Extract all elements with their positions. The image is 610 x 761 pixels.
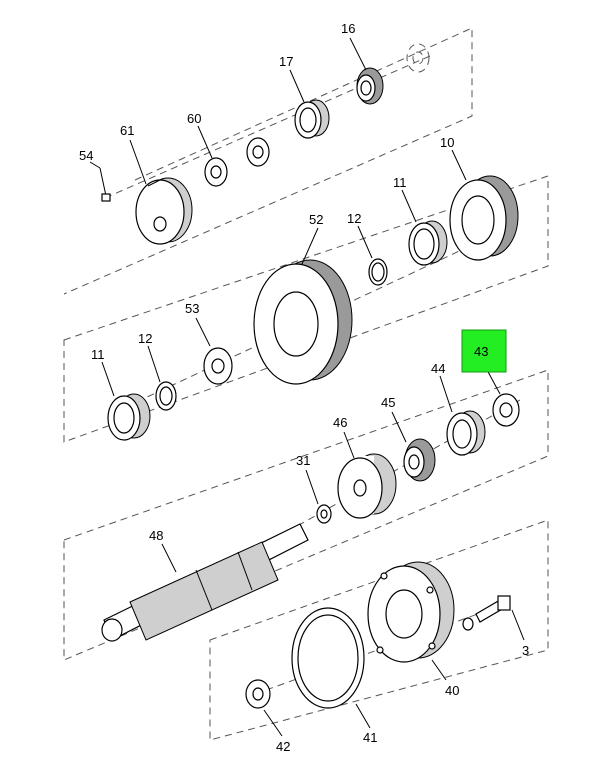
callout-labels: 16 17 60 61 54 10 11 12 52 53 12 11 43 4… <box>79 21 529 754</box>
callout-46[interactable]: 46 <box>333 415 347 430</box>
callout-54[interactable]: 54 <box>79 148 93 163</box>
part-54-bolt[interactable] <box>99 167 111 202</box>
callout-40[interactable]: 40 <box>445 683 459 698</box>
part-31-washer[interactable] <box>316 504 332 524</box>
part-60-washer[interactable] <box>204 157 228 187</box>
part-11-ring-lower[interactable] <box>107 393 151 441</box>
part-46-spacer[interactable] <box>337 453 397 519</box>
callout-45[interactable]: 45 <box>381 395 395 410</box>
part-45-bearing[interactable] <box>403 438 436 482</box>
part-61-cover[interactable] <box>135 177 193 245</box>
callout-3[interactable]: 3 <box>522 643 529 658</box>
callout-16[interactable]: 16 <box>341 21 355 36</box>
group-outline-low <box>63 369 549 661</box>
axis-line-4 <box>254 605 501 695</box>
part-48-shaft[interactable] <box>101 523 309 642</box>
leader-lines <box>89 37 525 737</box>
part-10-gear[interactable] <box>449 175 519 261</box>
callout-42[interactable]: 42 <box>276 739 290 754</box>
callout-53[interactable]: 53 <box>185 301 199 316</box>
part-42-nut[interactable] <box>245 679 271 709</box>
callout-12-upper[interactable]: 12 <box>347 211 361 226</box>
part-11-ring-upper[interactable] <box>408 220 448 266</box>
part-12-snap-ring-upper[interactable] <box>368 258 388 286</box>
part-43-washer[interactable] <box>492 393 520 427</box>
callout-11-upper[interactable]: 11 <box>393 175 407 190</box>
callout-60[interactable]: 60 <box>187 111 201 126</box>
callout-10[interactable]: 10 <box>440 135 454 150</box>
callout-12-lower[interactable]: 12 <box>138 331 152 346</box>
callout-48[interactable]: 48 <box>149 528 163 543</box>
part-washer-dashed[interactable] <box>406 43 430 73</box>
part-16-bearing[interactable] <box>356 67 384 105</box>
part-52-large-gear[interactable] <box>253 259 353 385</box>
group-outline-mid <box>63 175 549 443</box>
callout-17[interactable]: 17 <box>279 54 293 69</box>
part-17-ring[interactable] <box>294 99 330 139</box>
part-3-bolt[interactable] <box>462 595 511 631</box>
part-53-washer[interactable] <box>203 347 233 385</box>
part-41-gasket[interactable] <box>291 607 365 709</box>
callout-61[interactable]: 61 <box>120 123 134 138</box>
callout-52[interactable]: 52 <box>309 212 323 227</box>
callout-44[interactable]: 44 <box>431 361 445 376</box>
callout-11-lower[interactable]: 11 <box>91 347 105 362</box>
part-40-housing[interactable] <box>367 561 455 663</box>
callout-43[interactable]: 43 <box>474 344 488 359</box>
highlight-box-43[interactable] <box>461 329 507 373</box>
callout-41[interactable]: 41 <box>363 730 377 745</box>
callout-31[interactable]: 31 <box>296 453 310 468</box>
part-nut-small[interactable] <box>246 137 270 167</box>
part-12-snap-ring-lower[interactable] <box>155 381 177 411</box>
part-44-ring[interactable] <box>446 410 486 456</box>
